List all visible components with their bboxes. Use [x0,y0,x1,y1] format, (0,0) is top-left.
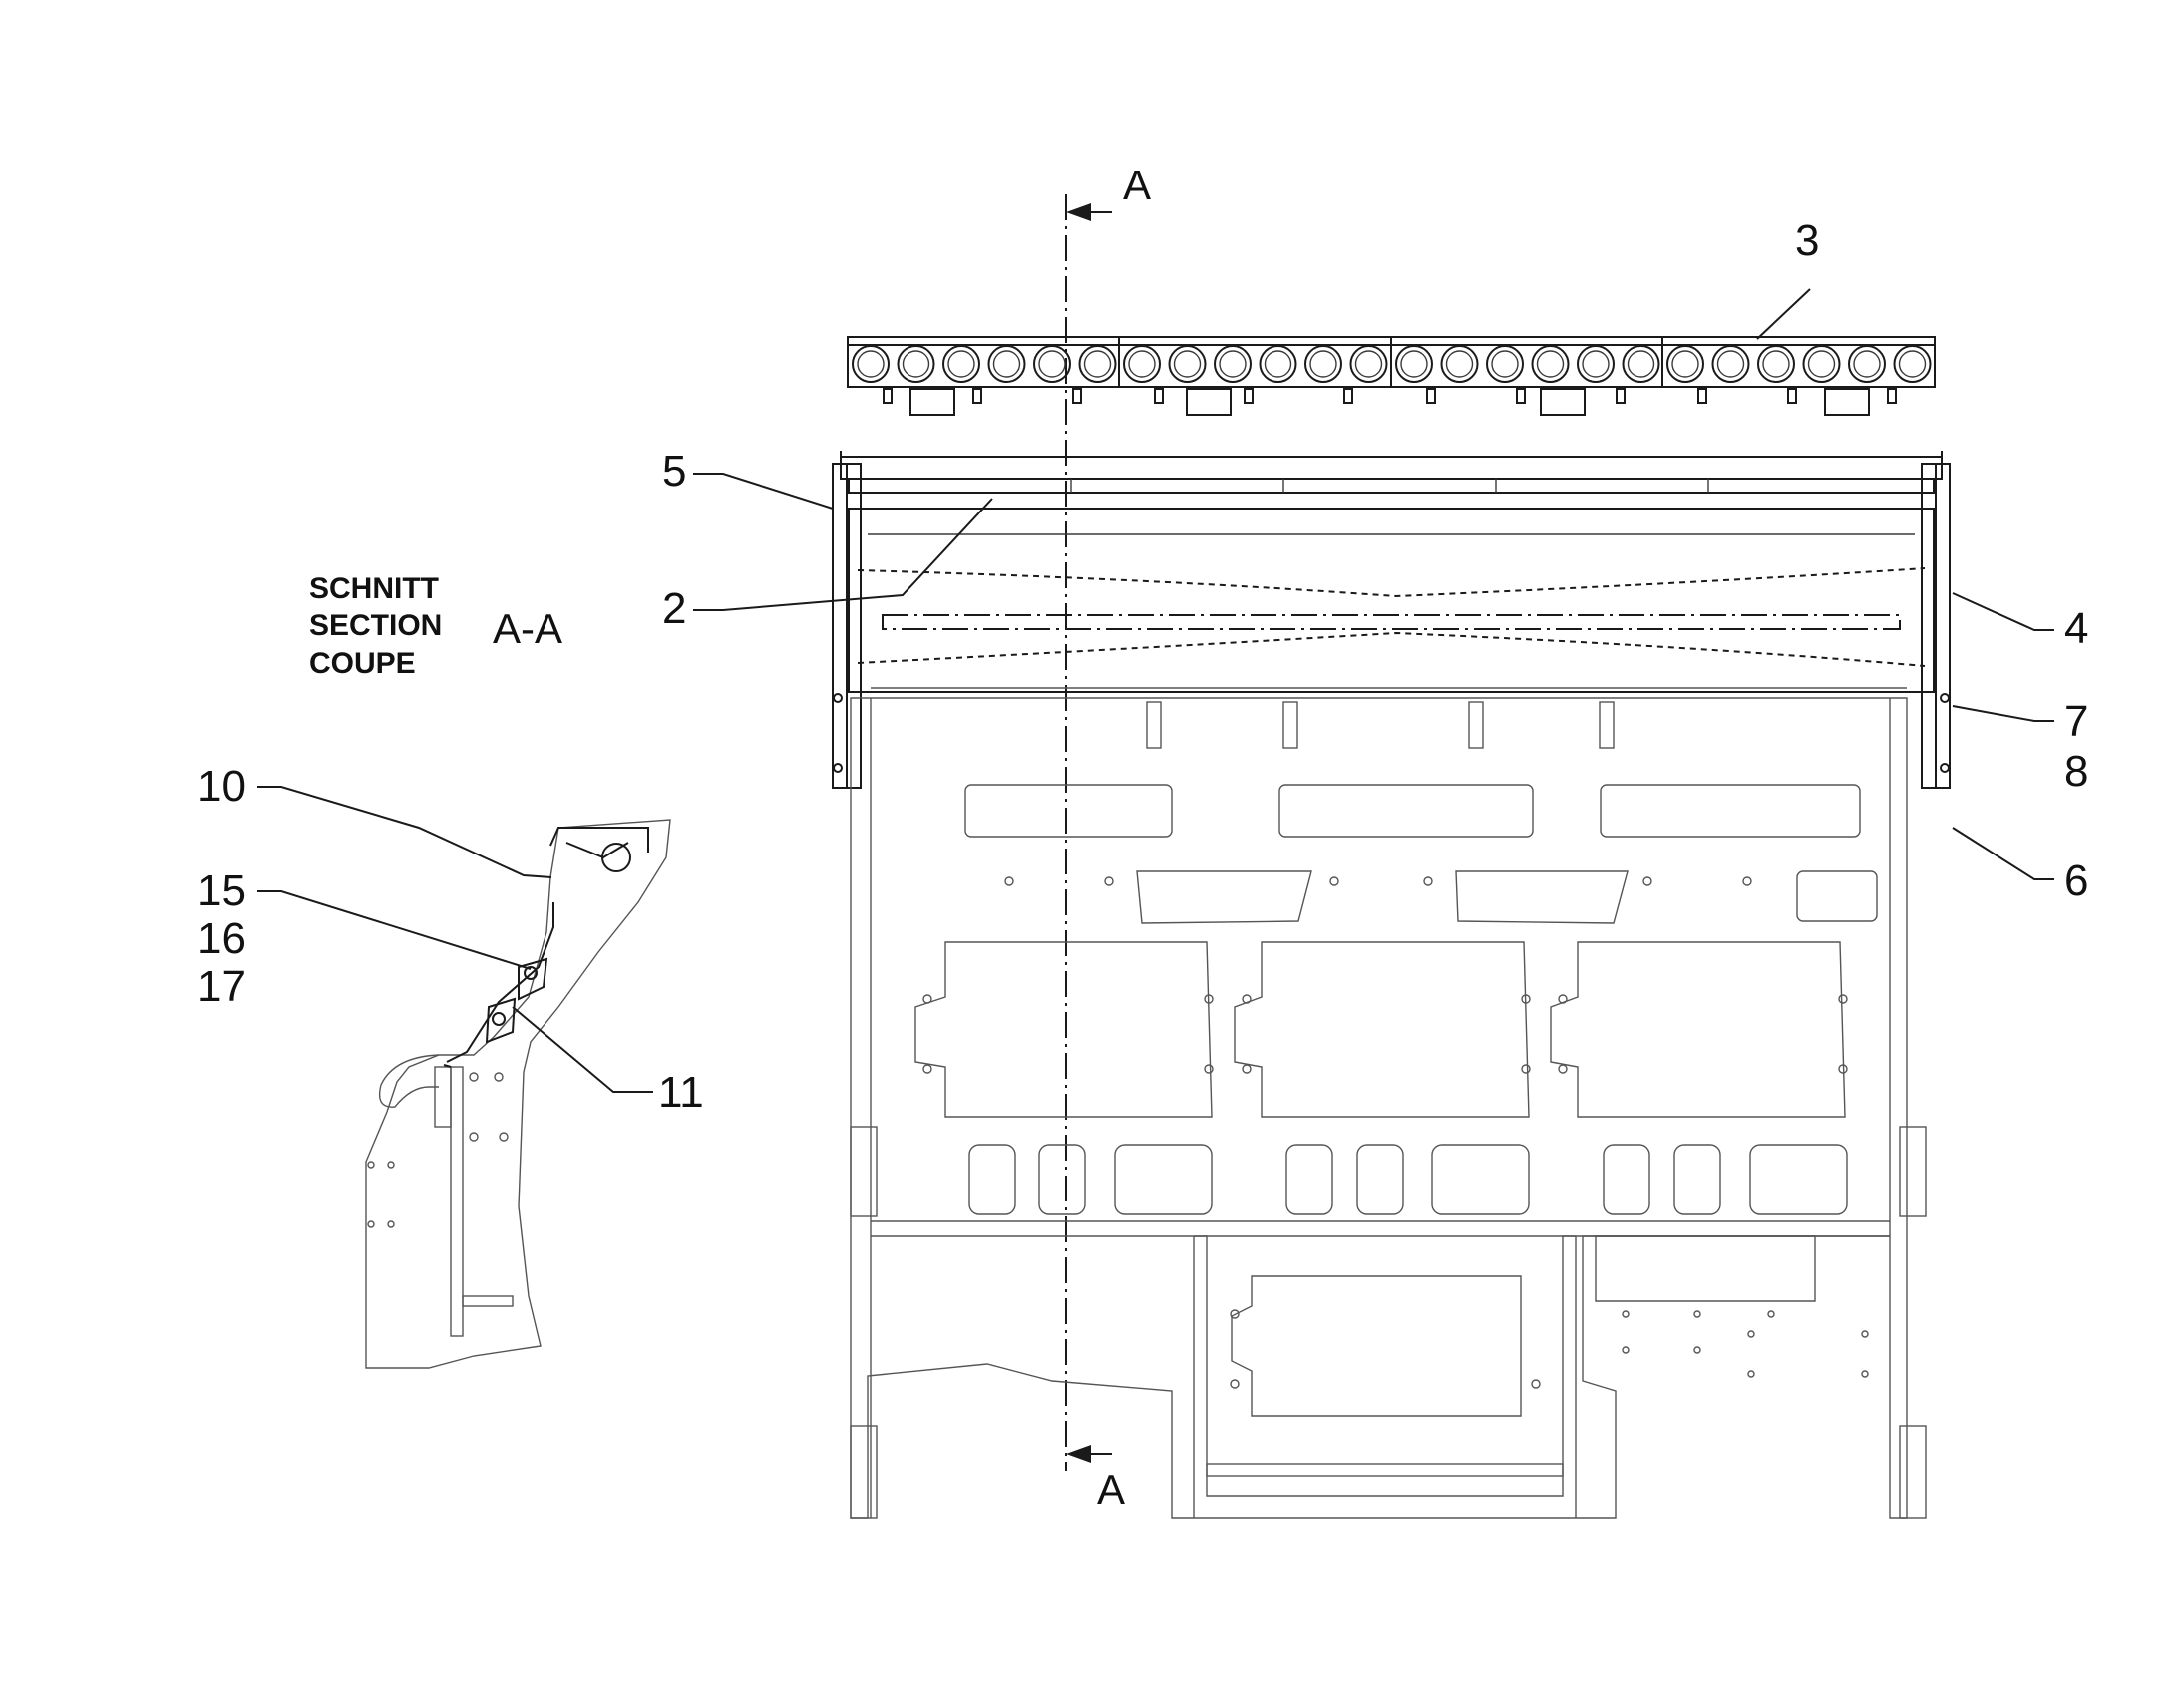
lamp-lens [902,350,930,378]
callout-10: 10 [197,762,246,811]
bar-bolt [972,388,982,404]
bar-bolt [1697,388,1707,404]
lamp-lens [1491,350,1519,378]
lamp-lens [1627,350,1655,378]
lamp-lens [1400,350,1428,378]
lamp-17 [1577,345,1615,383]
lamp-lens [947,350,975,378]
light-bar [847,336,1936,416]
callout-7: 7 [2064,697,2088,746]
lamp-5 [1033,345,1071,383]
lamp-6 [1078,345,1117,383]
bar-bolt [1787,388,1797,404]
lamp-2 [897,345,935,383]
bar-bolt [1426,388,1436,404]
bar-bolt [1154,388,1164,404]
frame-panel [850,687,1927,1519]
lamp-8 [1168,345,1207,383]
lamp-lens [992,350,1021,378]
lamp-lens [1173,350,1202,378]
callout-17: 17 [197,962,246,1011]
section-label-de: SCHNITT [309,572,439,605]
lamp-lens [1038,350,1066,378]
lamp-10 [1259,345,1297,383]
lamp-row [852,345,1932,383]
lamp-14 [1440,345,1479,383]
lamp-brackets [909,388,1870,416]
lamp-lens [1445,350,1474,378]
lamp-19 [1666,345,1704,383]
lamp-lens [857,350,885,378]
callout-4: 4 [2064,604,2088,653]
section-cut-line [1065,194,1112,1471]
lamp-lens [1264,350,1292,378]
lamp-lens [1309,350,1337,378]
callout-8: 8 [2064,747,2088,796]
bar-bolt [1887,388,1897,404]
lamp-21 [1757,345,1795,383]
cover-housing [832,451,1951,789]
lamp-lens [1807,350,1836,378]
bar-bolt [883,388,893,404]
bar-bolt [1616,388,1626,404]
lamp-4 [987,345,1026,383]
bar-bolt [1516,388,1526,404]
lamp-12 [1349,345,1388,383]
lamp-15 [1486,345,1524,383]
callout-6: 6 [2064,856,2088,905]
bar-bolt [1072,388,1082,404]
lamp-11 [1304,345,1342,383]
lamp-23 [1848,345,1886,383]
section-label-en: SECTION [309,609,442,642]
cut-marker-top: A [1123,162,1151,208]
leader-lines [257,288,2054,1093]
callout-15: 15 [197,866,246,915]
section-view-drawing [365,819,671,1369]
section-id: A-A [493,605,562,652]
lamp-20 [1711,345,1750,383]
lamp-lens [1898,350,1927,378]
callout-2: 2 [662,584,686,633]
lamp-9 [1214,345,1252,383]
lamp-lens [1762,350,1790,378]
lamp-lens [1354,350,1383,378]
frame-holes [922,876,1869,1389]
lamp-1 [852,345,890,383]
section-label-fr: COUPE [309,647,416,680]
lamp-lens [1582,350,1610,378]
bar-bolt [1343,388,1353,404]
lamp-24 [1893,345,1932,383]
callout-16: 16 [197,914,246,963]
lamp-18 [1622,345,1660,383]
lamp-lens [1716,350,1745,378]
lamp-3 [942,345,980,383]
lamp-lens [1853,350,1881,378]
lamp-lens [1536,350,1565,378]
cut-marker-bottom: A [1097,1466,1125,1513]
lamp-lens [1219,350,1247,378]
callout-3: 3 [1795,216,1819,265]
lamp-lens [1128,350,1156,378]
lamp-7 [1123,345,1161,383]
lamp-22 [1802,345,1841,383]
bar-bolts [883,388,1897,404]
lamp-lens [1671,350,1699,378]
lamp-13 [1395,345,1433,383]
callout-11: 11 [658,1068,704,1117]
callout-5: 5 [662,447,686,496]
bar-bolt [1244,388,1254,404]
lamp-16 [1531,345,1570,383]
lamp-lens [1083,350,1112,378]
